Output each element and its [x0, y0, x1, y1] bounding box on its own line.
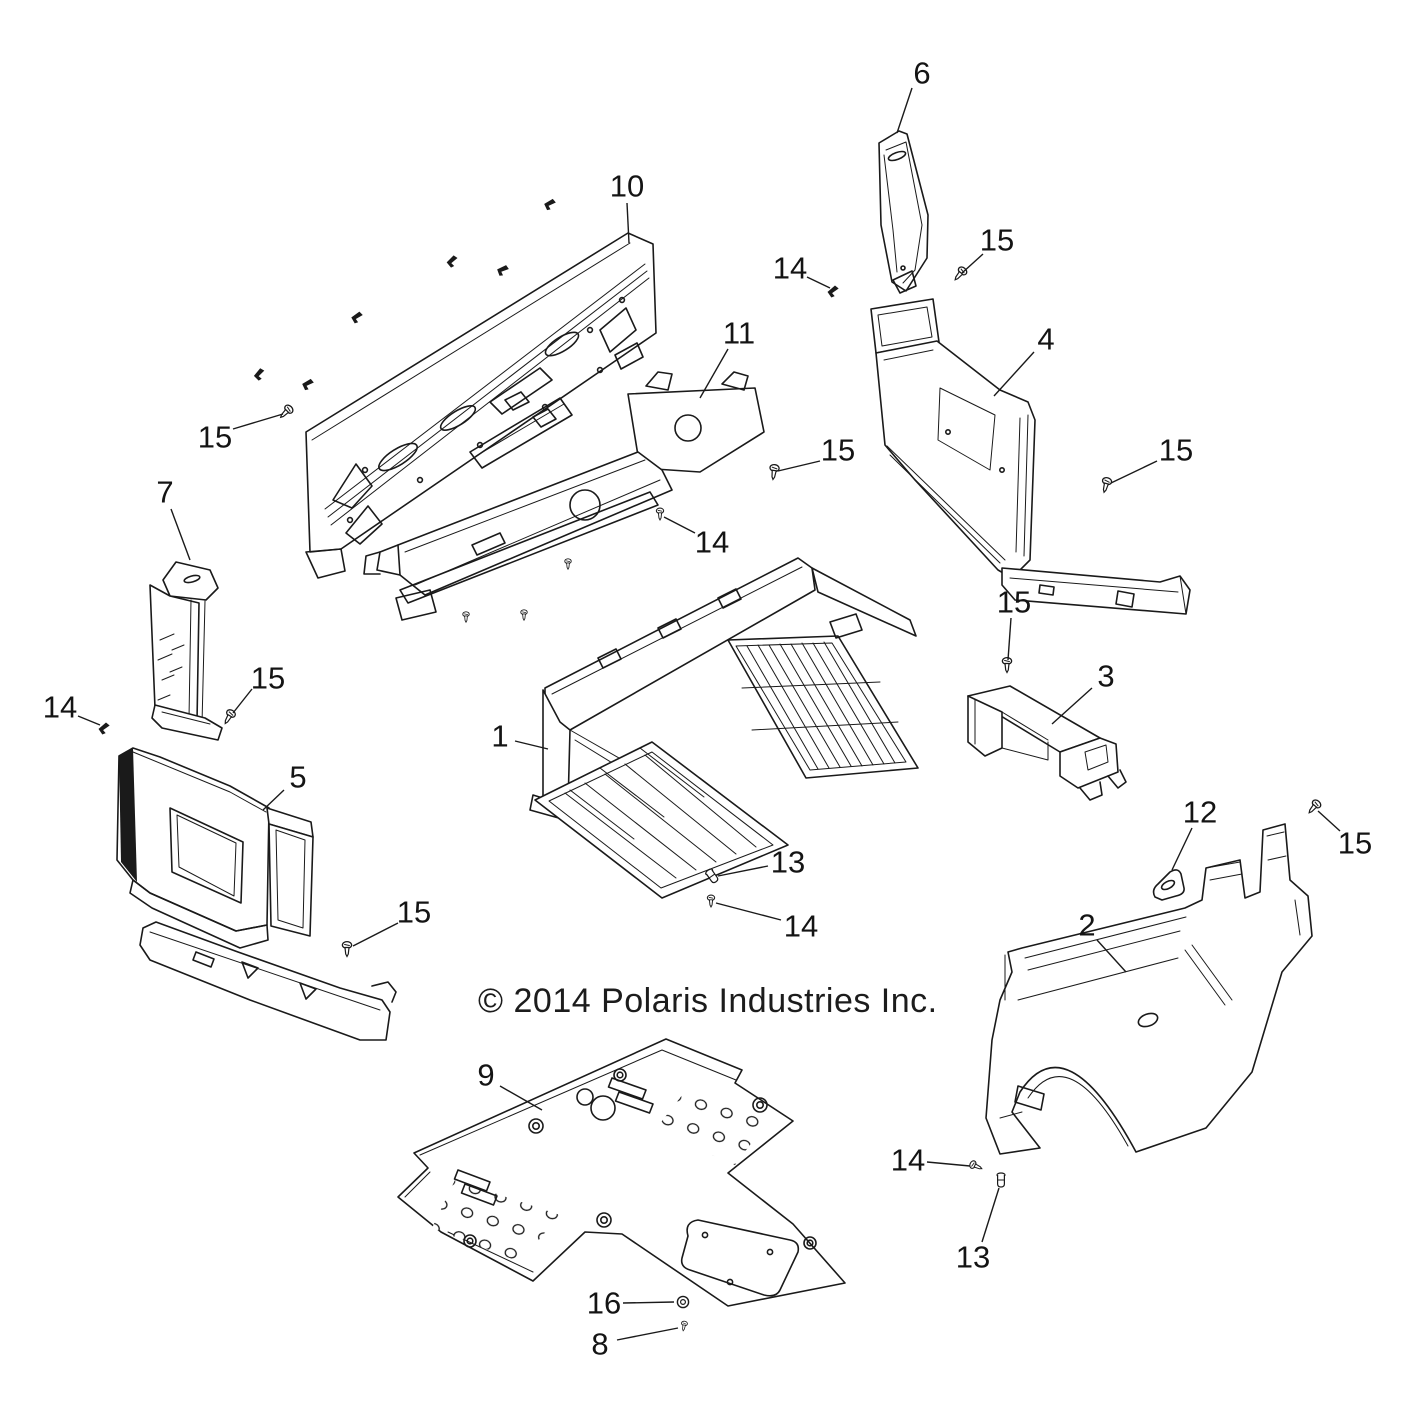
callout-leader-15	[352, 922, 399, 947]
callout-leader-7	[170, 508, 191, 561]
part-4-right-rear-panel	[870, 298, 1191, 615]
callout-leader-11	[699, 348, 729, 399]
screw-15-icon	[1098, 476, 1114, 495]
stray-screw-icon	[564, 558, 572, 570]
callout-label-3: 3	[1097, 659, 1114, 694]
part-12-clip	[1152, 869, 1185, 901]
callout-label-15: 15	[821, 433, 855, 468]
part-3-support-bracket	[967, 685, 1127, 801]
callout-leader-10	[626, 202, 630, 244]
callout-label-4: 4	[1037, 322, 1054, 357]
callout-leader-15	[1007, 617, 1012, 661]
callout-label-13: 13	[771, 845, 805, 880]
callout-label-15: 15	[980, 223, 1014, 258]
screw-15-icon	[767, 463, 781, 481]
screw-14-icon	[968, 1159, 984, 1173]
callout-leader-15	[232, 688, 253, 714]
copyright-text: © 2014 Polaris Industries Inc.	[478, 982, 938, 1020]
stray-screw-icon	[301, 377, 315, 392]
callout-label-11: 11	[723, 316, 755, 351]
callout-leader-14	[715, 902, 782, 921]
stray-screw-icon	[543, 197, 557, 212]
callout-leader-15	[1110, 460, 1158, 484]
stray-screw-icon	[446, 255, 458, 268]
part-9-skid-plate	[397, 1038, 846, 1307]
callout-leader-15	[777, 460, 821, 472]
callout-label-12: 12	[1183, 795, 1217, 830]
callout-label-14: 14	[784, 909, 818, 944]
callout-leader-15	[232, 413, 284, 430]
callout-label-7: 7	[156, 475, 173, 510]
screw-15-icon	[951, 264, 969, 284]
washer-16-icon	[676, 1295, 690, 1309]
callout-leader-2	[1096, 939, 1127, 973]
callout-label-14: 14	[695, 525, 729, 560]
part-5-left-rear-panel	[116, 747, 397, 1041]
callout-label-1: 1	[491, 719, 508, 754]
callout-label-15: 15	[198, 420, 232, 455]
callout-leader-5	[262, 789, 285, 811]
callout-label-6: 6	[913, 56, 930, 91]
clip-13-icon	[996, 1172, 1006, 1188]
part-1-center-floor-panel	[529, 557, 919, 899]
callout-label-15: 15	[397, 895, 431, 930]
callout-label-5: 5	[289, 760, 306, 795]
screw-15-icon	[276, 402, 296, 422]
callout-label-15: 15	[1338, 826, 1372, 861]
callout-leader-15	[961, 253, 984, 274]
callout-leader-1	[514, 740, 549, 750]
callout-label-15: 15	[251, 661, 285, 696]
part-6-upper-pillar-trim	[878, 130, 929, 294]
stray-screw-icon	[495, 263, 510, 278]
callout-label-16: 16	[587, 1286, 621, 1321]
screw-14-icon	[655, 507, 665, 521]
part-11-cross-channel	[363, 371, 765, 621]
callout-leader-14	[806, 276, 831, 289]
screw-14-icon	[98, 722, 110, 735]
callout-leader-3	[1051, 687, 1093, 725]
callout-leader-14	[77, 715, 101, 726]
screw-8-icon	[679, 1320, 689, 1332]
part-2-right-fender-panel	[985, 823, 1313, 1155]
callout-leader-6	[896, 87, 913, 134]
callout-leader-14	[663, 516, 696, 534]
screw-15-icon	[1001, 656, 1013, 674]
callout-leader-15	[1317, 810, 1341, 832]
callout-leader-13	[981, 1187, 1000, 1243]
callout-label-8: 8	[591, 1327, 608, 1362]
callout-label-2: 2	[1078, 908, 1095, 943]
callout-label-15: 15	[1159, 433, 1193, 468]
callout-leader-14	[926, 1161, 971, 1167]
callout-label-13: 13	[956, 1240, 990, 1275]
screw-15-icon	[341, 940, 353, 958]
screw-14-icon	[706, 894, 716, 908]
callout-label-9: 9	[477, 1058, 494, 1093]
stray-screw-icon	[462, 611, 470, 623]
stray-screw-icon	[252, 367, 266, 382]
callout-label-15: 15	[997, 585, 1031, 620]
callout-label-14: 14	[891, 1143, 925, 1178]
callout-leader-16	[622, 1301, 675, 1304]
callout-leader-9	[499, 1085, 543, 1111]
part-10-rear-panel	[305, 232, 657, 579]
callout-label-14: 14	[43, 690, 77, 725]
callout-label-14: 14	[773, 251, 807, 286]
callout-leader-4	[993, 351, 1035, 397]
callout-leader-8	[616, 1327, 679, 1341]
callout-label-10: 10	[610, 169, 644, 204]
stray-screw-icon	[351, 311, 363, 324]
part-7-lower-pillar-trim	[149, 561, 223, 741]
callout-leader-13	[717, 865, 769, 877]
callout-leader-12	[1171, 827, 1193, 871]
stray-screw-icon	[520, 609, 528, 621]
